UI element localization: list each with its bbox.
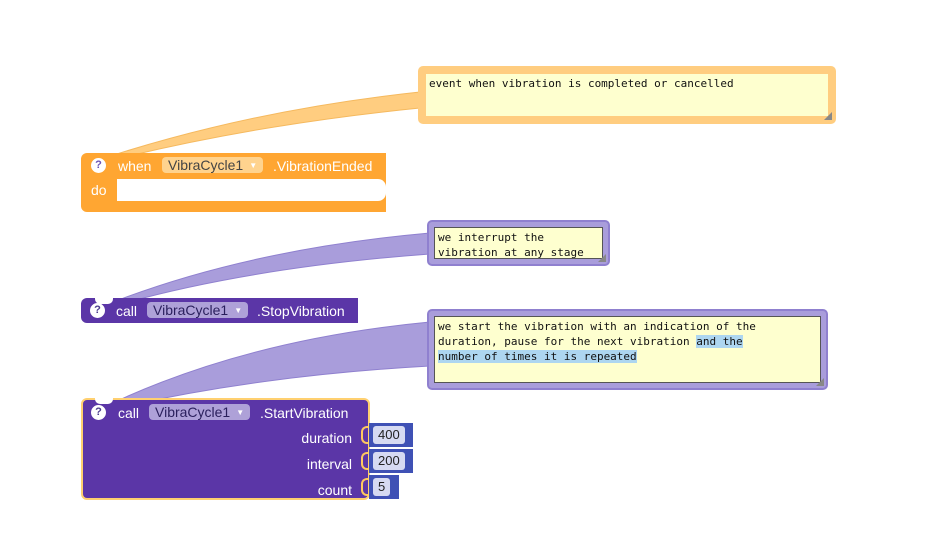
dropdown-arrow-icon: ▼	[234, 306, 243, 315]
block-notch	[95, 398, 113, 404]
count-number-block[interactable]: 5	[369, 475, 399, 499]
resize-handle-icon[interactable]	[824, 112, 832, 120]
help-icon[interactable]: ?	[91, 158, 106, 173]
component-dropdown-label: VibraCycle1	[155, 404, 231, 420]
help-icon[interactable]: ?	[91, 405, 106, 420]
component-dropdown-label: VibraCycle1	[168, 157, 244, 173]
duration-socket	[361, 426, 368, 444]
help-icon[interactable]: ?	[90, 303, 105, 318]
comment-text-plain: we start the vibration with an indicatio…	[438, 320, 756, 348]
start-vibration-block[interactable]: ? call VibraCycle1 ▼ .StartVibration dura…	[81, 398, 370, 500]
vibration-ended-comment[interactable]: event when vibration is completed or can…	[418, 66, 836, 124]
dropdown-arrow-icon: ▼	[249, 161, 258, 170]
comment-text[interactable]: event when vibration is completed or can…	[425, 73, 829, 117]
dropdown-arrow-icon: ▼	[236, 408, 245, 417]
event-name: .VibrationEnded	[273, 158, 373, 174]
when-label: when	[118, 158, 152, 174]
comment-text[interactable]: we start the vibration with an indicatio…	[434, 316, 821, 383]
stop-vibration-comment[interactable]: we interrupt the vibration at any stage	[427, 220, 610, 266]
component-dropdown[interactable]: VibraCycle1 ▼	[162, 157, 264, 173]
stop-vibration-block[interactable]: ? call VibraCycle1 ▼ .StopVibration	[81, 298, 358, 323]
count-socket	[361, 478, 368, 496]
do-statement-slot[interactable]	[117, 179, 386, 201]
call-label: call	[116, 303, 138, 319]
component-dropdown[interactable]: VibraCycle1 ▼	[149, 404, 251, 420]
count-param-label: count	[317, 482, 352, 498]
component-dropdown[interactable]: VibraCycle1 ▼	[147, 302, 249, 318]
resize-handle-icon[interactable]	[598, 254, 606, 262]
do-label: do	[91, 182, 107, 198]
comment-text-selected-2: number of times it is repeated	[438, 350, 637, 363]
method-name: .StopVibration	[257, 303, 345, 319]
duration-param-label: duration	[301, 430, 352, 446]
interval-number-block[interactable]: 200	[369, 449, 413, 473]
interval-socket	[361, 452, 368, 470]
comment-text[interactable]: we interrupt the vibration at any stage	[434, 227, 603, 259]
start-vibration-comment[interactable]: we start the vibration with an indicatio…	[427, 309, 828, 390]
component-dropdown-label: VibraCycle1	[153, 302, 229, 318]
block-notch	[95, 298, 113, 304]
interval-value[interactable]: 200	[373, 452, 405, 470]
resize-handle-icon[interactable]	[816, 378, 824, 386]
duration-value[interactable]: 400	[373, 426, 405, 444]
method-name: .StartVibration	[260, 405, 349, 421]
vibration-ended-event-block[interactable]: ? when VibraCycle1 ▼ .VibrationEnded do	[81, 153, 386, 212]
count-value[interactable]: 5	[373, 478, 391, 496]
duration-number-block[interactable]: 400	[369, 423, 413, 447]
call-label: call	[118, 405, 140, 421]
interval-param-label: interval	[306, 456, 352, 472]
comment-text-selected: and the	[696, 335, 743, 348]
